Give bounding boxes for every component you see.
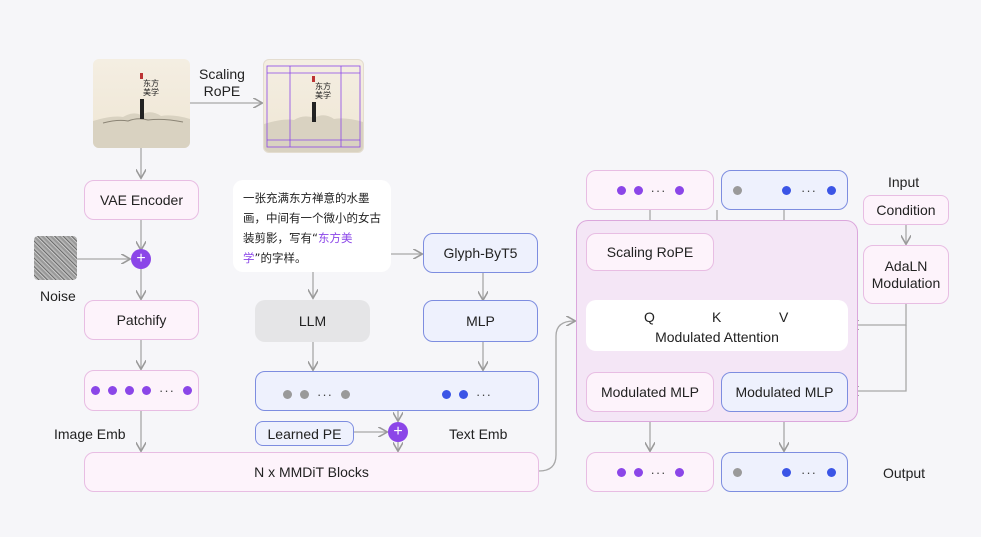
llm-token (341, 390, 350, 399)
rope-caption-line1: 东方 (315, 82, 331, 91)
adaln-label-line1: AdaLN (884, 257, 928, 274)
rope-caption-line2: 美学 (315, 91, 331, 100)
scaling-rope-label: Scaling RoPE (199, 66, 245, 100)
modulated-mlp-right-box: Modulated MLP (721, 372, 848, 412)
input-text-token (782, 185, 791, 195)
llm-token (300, 390, 309, 399)
output-text-token (733, 467, 742, 477)
scaling-rope-label-line1: Scaling (199, 66, 245, 82)
prompt-text-box: 一张充满东方禅意的水墨画，中间有一个微小的女古装剪影，写有“东方美学”的字样。 (233, 180, 391, 272)
input-image-token (633, 185, 643, 195)
value-label: V (779, 308, 789, 325)
llm-token-ellipsis: ··· (317, 387, 333, 402)
vae-encoder-box: VAE Encoder (84, 180, 199, 220)
mlp-box: MLP (423, 300, 538, 342)
llm-label: LLM (298, 313, 327, 329)
rope-grid-image: 东方 美学 (263, 59, 364, 153)
llm-box: LLM (255, 300, 370, 342)
input-image-token (674, 185, 684, 195)
source-caption-line2: 美学 (143, 88, 159, 97)
noise-image (34, 236, 77, 280)
input-image-ellipsis: ··· (650, 182, 667, 198)
source-image: 东方 美学 (93, 59, 190, 148)
input-text-token (827, 185, 836, 195)
source-caption-line1: 东方 (143, 79, 159, 88)
adaln-modulation-box: AdaLN Modulation (863, 245, 949, 304)
image-token (142, 386, 151, 395)
text-emb-tokens: ··· ··· (255, 371, 539, 411)
input-image-tokens: ··· (586, 170, 714, 210)
output-label: Output (883, 465, 926, 481)
input-text-ellipsis: ··· (801, 182, 817, 198)
input-text-token (733, 185, 742, 195)
output-text-token (782, 467, 791, 477)
output-image-token (674, 467, 684, 477)
modulated-mlp-left-label: Modulated MLP (600, 384, 700, 400)
input-label: Input (888, 174, 920, 190)
prompt-text-part2: ”的字样。 (254, 251, 307, 265)
glyph-token-ellipsis: ··· (476, 387, 492, 402)
output-text-tokens: ··· (721, 452, 848, 492)
glyph-byt5-box: Glyph-ByT5 (423, 233, 538, 273)
learned-pe-box: Learned PE (255, 421, 354, 446)
vae-encoder-label: VAE Encoder (99, 192, 183, 208)
output-text-token (827, 467, 836, 477)
learned-pe-label: Learned PE (267, 425, 342, 442)
mmdit-blocks-label: N x MMDiT Blocks (254, 464, 369, 480)
patchify-label: Patchify (116, 312, 167, 328)
llm-token (283, 390, 292, 399)
ink-mountains-icon (93, 73, 190, 148)
text-add-icon: + (388, 422, 408, 442)
modulated-mlp-right-label: Modulated MLP (735, 384, 834, 400)
image-token (91, 386, 100, 395)
glyph-token (442, 390, 451, 399)
key-label: K (712, 308, 722, 325)
adaln-label-line2: Modulation (871, 274, 941, 291)
image-token (108, 386, 117, 395)
prompt-text-part1: 一张充满东方禅意的水墨画，中间有一个微小的女古装剪影，写有“ (243, 191, 381, 245)
image-token (183, 386, 192, 395)
modulated-mlp-left-box: Modulated MLP (586, 372, 714, 412)
image-emb-tokens: ··· (84, 370, 199, 411)
modulated-attention-box: Q K V Modulated Attention (586, 300, 848, 351)
scaling-rope-box: Scaling RoPE (586, 233, 714, 271)
scaling-rope-label-line2: RoPE (203, 83, 241, 99)
mmdit-blocks-box: N x MMDiT Blocks (84, 452, 539, 492)
noise-label: Noise (40, 288, 76, 304)
output-text-ellipsis: ··· (801, 464, 817, 480)
output-image-token (633, 467, 643, 477)
condition-box: Condition (863, 195, 949, 225)
rope-grid-icon (264, 65, 363, 152)
glyph-token (459, 390, 468, 399)
input-text-tokens: ··· (721, 170, 848, 210)
scaling-rope-box-label: Scaling RoPE (606, 244, 694, 260)
query-label: Q (644, 308, 655, 325)
image-emb-label: Image Emb (54, 426, 126, 442)
prompt-text-highlight: 东方美学 (243, 231, 353, 265)
output-image-tokens: ··· (586, 452, 714, 492)
condition-label: Condition (876, 202, 936, 218)
glyph-byt5-label: Glyph-ByT5 (443, 245, 518, 261)
output-image-ellipsis: ··· (650, 464, 667, 480)
text-emb-label: Text Emb (449, 426, 508, 442)
input-image-token (616, 185, 626, 195)
modulated-attention-label: Modulated Attention (655, 328, 779, 345)
image-token-ellipsis: ··· (159, 383, 175, 398)
output-image-token (616, 467, 626, 477)
image-add-icon: + (131, 249, 151, 269)
mlp-label: MLP (466, 313, 495, 329)
patchify-box: Patchify (84, 300, 199, 340)
image-token (125, 386, 134, 395)
